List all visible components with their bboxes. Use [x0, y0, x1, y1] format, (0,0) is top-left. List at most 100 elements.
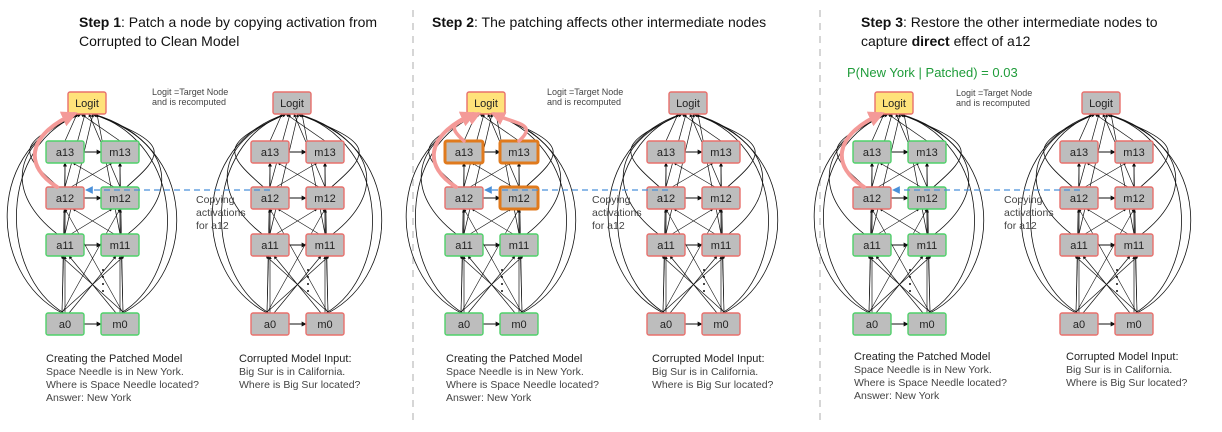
step1-clean-edge-logit-a11 [64, 113, 95, 235]
step2-clean-node-m0: m0 [499, 312, 539, 336]
step3-clean-residual-arc-1 [823, 113, 889, 314]
step3-clean-node-m12-box [907, 186, 947, 210]
step1-clean-ellipsis-dot [102, 290, 104, 292]
step1-corrupt-residual-arc-3 [234, 113, 287, 192]
step2-clean-edge-a11-m12 [469, 208, 512, 235]
step2-corrupt-node-a11-label: a11 [657, 240, 675, 252]
step3-clean-ellipsis-dot [909, 276, 911, 278]
step3-clean-edge-a11-m12 [877, 208, 920, 235]
step3-corrupt-node-m0-label: m0 [1126, 319, 1141, 331]
step1-corrupt-node-m13-box [305, 140, 345, 164]
step2-clean-node-a13: a13 [443, 139, 485, 165]
step2-clean-node-m11: m11 [499, 233, 539, 257]
step2-corrupt-ellipsis-dot [703, 269, 705, 271]
step3-corrupt-node-a12-box [1059, 186, 1099, 210]
step1-corrupt-node-m12-box [305, 186, 345, 210]
step1-corrupt-node-a13-label: a13 [261, 147, 279, 159]
step1-clean-node-logit-box [67, 91, 107, 115]
step1-corrupt-node-m0-box [305, 312, 345, 336]
step-1-corrupted-caption: Corrupted Model Input: Big Sur is in Cal… [239, 353, 361, 391]
step3-corrupt-node-logit-box [1081, 91, 1121, 115]
step3-corrupt-edge-skip-3 [1078, 208, 1138, 314]
step1-corrupt-node-m12-label: m12 [314, 193, 335, 205]
step3-clean-node-a13-label: a13 [863, 147, 881, 159]
step1-clean-edge-a11-m12 [70, 208, 113, 235]
step2-clean-node-a13-label: a13 [455, 147, 473, 159]
step1-corrupt-node-m11-box [305, 233, 345, 257]
step3-corrupt-residual-arc-1 [1030, 113, 1096, 314]
step1-corrupt-edge-logit-a11 [269, 113, 300, 235]
step1-corrupt-node-m11-label: m11 [315, 240, 336, 252]
step3-corrupt-ellipsis-dot [1116, 269, 1118, 271]
step-2-patched-caption: Creating the Patched Model Space Needle … [446, 353, 599, 404]
step2-corrupt-node-a13: a13 [646, 140, 686, 164]
step3-clean-node-m12: m12 [907, 186, 947, 210]
step1-patch-effect-arrow [32, 111, 78, 189]
step3-clean-node-logit-label: Logit [882, 98, 906, 110]
step3-clean-edge-m11-a12 [879, 208, 922, 235]
step3-corrupt-edge-m11-a12 [1086, 208, 1129, 235]
step2-clean-node-logit-label: Logit [474, 98, 498, 110]
step2-corrupt-residual-arc-5 [693, 113, 769, 314]
step2-clean-edge-emb-5 [467, 255, 516, 314]
step3-corrupt-node-a12-label: a12 [1070, 193, 1088, 205]
step3-corrupt-node-m11: m11 [1114, 233, 1154, 257]
step3-clean-node-a11: a11 [852, 233, 892, 257]
step2-clean-node-m11-box [499, 233, 539, 257]
step2-corrupt-node-a12: a12 [646, 186, 686, 210]
step1-corrupt-edge-m12-a13 [277, 162, 320, 188]
step3-corrupt-node-a11-label: a11 [1070, 240, 1088, 252]
step2-clean-node-m11-label: m11 [509, 240, 530, 252]
step2-clean-node-a11-box [444, 233, 484, 257]
step1-corrupt-node-m13-label: m13 [314, 147, 335, 159]
step2-clean-node-logit-box [466, 91, 506, 115]
step1-clean-node-a13: a13 [45, 140, 85, 164]
step2-corrupt-node-m12-label: m12 [710, 193, 731, 205]
step2-corrupt-edge-m11-a12 [673, 208, 716, 235]
step3-corrupt-ellipsis-dot [1116, 290, 1118, 292]
step1-corrupt-node-m0: m0 [305, 312, 345, 336]
step1-corrupt-edge-a12-m13 [275, 162, 318, 188]
step2-corrupt-edge-m12-a13 [673, 162, 716, 188]
step1-clean-edge-skip-2 [61, 208, 121, 314]
step1-clean-node-m0: m0 [100, 312, 140, 336]
step1-corrupt-edge-logit-a13 [269, 113, 283, 142]
step1-corrupt-edge-logit-m11 [300, 113, 326, 235]
step1-corrupt-edge-skip-2 [266, 208, 326, 314]
step3-corrupt-edge-m12-a13 [1086, 162, 1129, 188]
step2-clean-node-m0-box [499, 312, 539, 336]
step2-corrupt-node-a12-box [646, 186, 686, 210]
step2-clean-residual-arc-5 [491, 113, 567, 314]
step3-clean-edge-logit-a11 [871, 113, 902, 235]
step1-corrupt-residual-arc-6 [297, 113, 368, 239]
step1-clean-edge-a12-m13 [70, 162, 113, 188]
step1-corrupt-node-a13-box [250, 140, 290, 164]
step1-clean-node-a13-box [45, 140, 85, 164]
step2-corrupt-node-m0-label: m0 [713, 319, 728, 331]
step3-corrupt-residual-arc-6 [1106, 113, 1177, 239]
step1-corrupt-node-m13: m13 [305, 140, 345, 164]
step1-clean-edge-skip-3 [64, 208, 124, 314]
step-1-title: Step 1: Patch a node by copying activati… [79, 14, 378, 49]
step3-corrupt-node-a13-box [1059, 140, 1099, 164]
step1-corrupt-edge-m11-a12 [277, 208, 320, 235]
step3-clean-node-a0-label: a0 [866, 319, 878, 331]
step3-corrupt-node-a0-label: a0 [1073, 319, 1085, 331]
step2-effect-arrow-m13 [490, 112, 528, 143]
step2-corrupt-edge-logit-m13 [681, 113, 722, 142]
step1-corrupt-node-a11-box [250, 233, 290, 257]
step2-clean-residual-arc-2 [420, 113, 481, 239]
step3-corrupt-edge-a12-m13 [1084, 162, 1127, 188]
step2-clean-node-a12-box [444, 186, 484, 210]
step1-corrupt-node-m0-label: m0 [317, 319, 332, 331]
step1-corrupt-residual-arc-1 [221, 113, 287, 314]
step-3-patched-caption: Creating the Patched Model Space Needle … [854, 351, 1007, 402]
step3-corrupt-node-a11-box [1059, 233, 1099, 257]
step1-corrupt-ellipsis-dot [307, 269, 309, 271]
step2-corrupt-edge-skip-3 [665, 208, 725, 314]
step2-clean-node-a0: a0 [444, 312, 484, 336]
